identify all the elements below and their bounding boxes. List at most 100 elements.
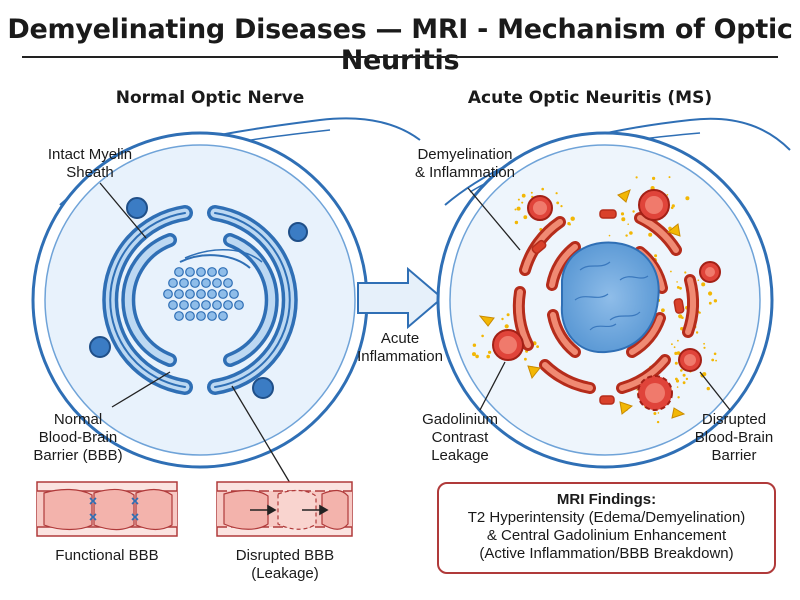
leak-speckle [715, 359, 717, 362]
leak-speckle [682, 381, 686, 385]
leak-speckle [653, 412, 657, 415]
axon-fiber [196, 289, 206, 299]
leak-speckle [541, 187, 544, 191]
axon-fiber [201, 278, 211, 288]
leak-speckle [629, 231, 633, 235]
leak-speckle [676, 386, 679, 388]
leak-speckle [674, 361, 678, 365]
leak-speckle [481, 334, 484, 338]
leak-speckle [534, 342, 537, 345]
leak-speckle [674, 351, 678, 355]
disrupted-barrier-leader-line [699, 371, 731, 411]
axon-fiber [185, 289, 195, 299]
axon-fiber [168, 278, 178, 288]
mri-findings-box: MRI Findings: T2 Hyperintensity (Edema/D… [437, 482, 776, 574]
leak-speckle [657, 412, 660, 414]
myelin-leader-line [99, 182, 147, 239]
axon-fiber [168, 300, 178, 310]
axon-fiber [229, 289, 239, 299]
caption-functional-bbb: Functional BBB [55, 547, 159, 564]
leak-speckle [652, 176, 656, 180]
leak-speckle [648, 232, 653, 237]
leak-speckle [530, 191, 533, 194]
leak-speckle [713, 352, 717, 356]
leak-speckle [708, 301, 712, 305]
normal-glial-cells [89, 197, 308, 399]
bbb-leader-line [111, 371, 171, 408]
axon-fiber [212, 278, 222, 288]
gadolinium-leader-line [479, 361, 506, 411]
leak-speckle [521, 201, 524, 204]
leak-speckle [680, 369, 683, 372]
leak-speckle [685, 196, 690, 201]
leak-speckle [517, 198, 520, 201]
leak-speckle [656, 420, 660, 424]
leak-speckle [670, 270, 672, 273]
leak-speckle [625, 234, 628, 237]
demyelination-leader-line [467, 187, 521, 251]
axon-fiber [207, 289, 217, 299]
leak-speckle [536, 345, 539, 348]
axon-fiber [185, 267, 195, 277]
label-intact-myelin: Intact Myelin Sheath [47, 146, 133, 181]
axon-fiber [223, 278, 233, 288]
leak-speckle [523, 215, 528, 220]
leak-speckle [514, 208, 517, 211]
leak-speckle [695, 331, 699, 334]
axon-fiber [174, 267, 184, 277]
leak-speckle [514, 220, 519, 225]
axon-fiber [196, 311, 206, 321]
mri-findings-title: MRI Findings: [556, 491, 657, 508]
leak-speckle [635, 176, 638, 179]
leak-speckle [555, 192, 558, 195]
leak-speckle [671, 343, 673, 346]
functional-bbb-vessel [36, 481, 178, 537]
leak-speckle [661, 308, 665, 313]
leak-speckle [654, 254, 658, 258]
leak-speckle [679, 286, 682, 290]
label-disrupted-barrier: Disrupted Blood-Brain Barrier [694, 411, 774, 464]
axon-fiber [207, 311, 217, 321]
leak-speckle [504, 324, 509, 329]
label-gadolinium-leakage: Gadolinium Contrast Leakage [422, 411, 498, 464]
leak-speckle [524, 357, 527, 361]
leak-speckle [621, 217, 626, 222]
axon-fiber [190, 300, 200, 310]
leak-speckle [570, 216, 575, 221]
leak-speckle [711, 358, 715, 362]
leak-speckle [671, 204, 675, 208]
right-panel-title: Acute Optic Neuritis (MS) [467, 88, 713, 108]
leak-speckle [677, 339, 679, 342]
leak-speckle [676, 281, 678, 283]
leak-speckle [556, 201, 560, 205]
leak-speckle [713, 299, 718, 303]
leak-speckle [684, 271, 687, 274]
leak-speckle [620, 212, 625, 216]
mri-findings-line: T2 Hyperintensity (Edema/Demyelination) [467, 509, 746, 526]
leak-speckle [627, 223, 629, 225]
leak-speckle [678, 314, 683, 319]
axon-fiber [234, 300, 244, 310]
axon-fiber [174, 289, 184, 299]
leak-speckle [516, 206, 521, 211]
label-acute-inflammation: Acute Inflammation [357, 330, 443, 365]
leak-speckle [506, 313, 510, 317]
label-demyelination: Demyelination & Inflammation [414, 146, 516, 181]
disrupted-bbb-vessel [216, 481, 353, 537]
leak-speckle [706, 386, 710, 391]
leak-speckle [697, 279, 700, 282]
leak-speckle [675, 379, 680, 383]
leak-speckle [568, 223, 572, 226]
axon-fiber [207, 267, 217, 277]
axon-fiber [223, 300, 233, 310]
swollen-axon-core [560, 241, 660, 354]
leak-speckle [676, 351, 681, 355]
axon-fiber [218, 289, 228, 299]
leak-speckle [560, 205, 563, 208]
leak-speckle [685, 377, 689, 381]
intact-myelin-sheath [102, 205, 298, 395]
leak-speckle [501, 317, 504, 321]
diagram-title: Demyelinating Diseases — MRI - Mechanism… [7, 14, 793, 76]
leak-speckle [666, 194, 669, 196]
